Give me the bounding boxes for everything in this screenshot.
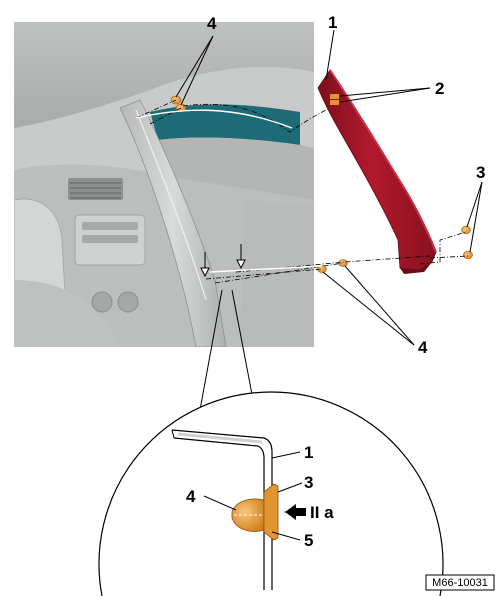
insertion-arrows <box>200 244 246 278</box>
detail-trim-profile <box>171 429 273 590</box>
detail-clip <box>231 483 279 541</box>
detail-magnifier <box>98 289 444 596</box>
leader-lines <box>175 29 483 346</box>
clip-lower-2 <box>338 259 348 267</box>
a-pillar-body <box>119 99 227 347</box>
callout-1-trim: 1 <box>328 13 337 32</box>
clip-right-1 <box>461 225 471 235</box>
callout-4-lower: 4 <box>418 338 428 357</box>
windscreen <box>150 104 300 145</box>
callout-3-detail: 3 <box>304 473 313 492</box>
dashboard <box>14 164 314 347</box>
callout-1-detail: 1 <box>304 443 313 462</box>
interior-view <box>14 22 314 347</box>
arrow-label-iia: II a <box>310 503 334 522</box>
clip-right-2 <box>463 250 473 260</box>
reference-code: M66-10031 <box>432 577 488 589</box>
callout-5-detail: 5 <box>304 531 313 550</box>
callout-3-clips: 3 <box>476 163 485 182</box>
callout-4-top: 4 <box>207 14 217 33</box>
callout-2-clips: 2 <box>435 79 444 98</box>
callout-4-detail: 4 <box>186 487 196 506</box>
a-pillar-trim-panel <box>317 69 437 274</box>
reference-code-box: M66-10031 <box>425 574 495 591</box>
